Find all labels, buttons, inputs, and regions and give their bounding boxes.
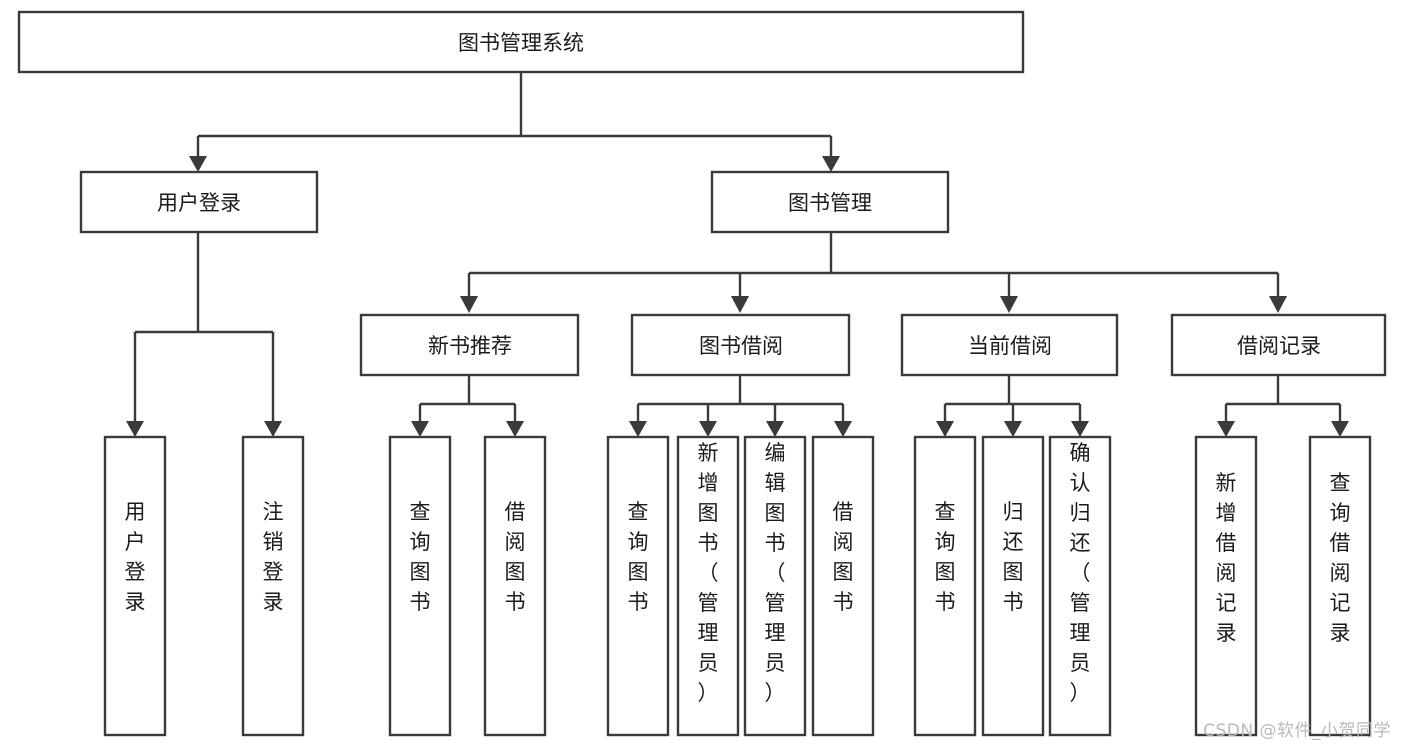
leaf-record-2[interactable]: 查询借阅记录 <box>1308 435 1372 737</box>
node-book-management-label: 图书管理 <box>788 191 872 215</box>
arrowhead-user-login <box>189 156 207 172</box>
arrowhead-leaf-current-3 <box>1071 421 1089 437</box>
leaf-record-2-box[interactable] <box>1308 435 1372 737</box>
leaf-current-2-box[interactable] <box>981 435 1045 737</box>
node-new-book-recommend-box[interactable] <box>359 313 580 377</box>
connector-group <box>126 72 1349 437</box>
leaf-borrow-4-box[interactable] <box>811 435 875 737</box>
arrowhead-leaf-user-login-1 <box>126 421 144 437</box>
node-borrow-record-box[interactable] <box>1170 313 1387 377</box>
leaf-current-1-label: 查询图书 <box>935 500 956 614</box>
arrowhead-leaf-borrow-3 <box>766 421 784 437</box>
node-book-borrow-label: 图书借阅 <box>699 334 783 358</box>
node-borrow-record-label: 借阅记录 <box>1237 334 1321 358</box>
node-book-management[interactable]: 图书管理 <box>710 170 950 234</box>
arrowhead-borrow-record <box>1269 296 1287 313</box>
leaf-borrow-2-box[interactable] <box>676 435 740 737</box>
arrowhead-borrow-book <box>731 296 749 313</box>
leaf-record-2-label: 查询借阅记录 <box>1330 471 1351 645</box>
leaf-current-1-box[interactable] <box>913 435 977 737</box>
leaf-new-book-1-label: 查询图书 <box>410 500 431 614</box>
leaf-borrow-4[interactable]: 借阅图书 <box>811 435 875 737</box>
leaf-record-1-box[interactable] <box>1194 435 1258 737</box>
leaf-current-1[interactable]: 查询图书 <box>913 435 977 737</box>
node-new-book-recommend-label: 新书推荐 <box>428 334 512 358</box>
node-new-book-recommend[interactable]: 新书推荐 <box>359 313 580 377</box>
leaf-current-2-label: 归还图书 <box>1003 500 1024 614</box>
leaf-borrow-1-box[interactable] <box>606 435 670 737</box>
node-current-borrow-label: 当前借阅 <box>968 334 1052 358</box>
leaf-new-book-2-box[interactable] <box>483 435 547 737</box>
node-current-borrow[interactable]: 当前借阅 <box>900 313 1119 377</box>
leaf-current-3-box[interactable] <box>1048 435 1112 737</box>
leaf-borrow-2-label: 新增图书（管理员） <box>698 441 719 705</box>
arrowhead-new-book <box>460 296 478 313</box>
leaf-current-3-label: 确认归还（管理员） <box>1070 441 1091 705</box>
node-root-label: 图书管理系统 <box>458 31 584 55</box>
leaf-user-login-1-label: 用户登录 <box>125 500 146 614</box>
leaf-record-1[interactable]: 新增借阅记录 <box>1194 435 1258 737</box>
leaf-user-login-1-box[interactable] <box>103 435 167 737</box>
node-book-borrow-box[interactable] <box>630 313 851 377</box>
leaf-new-book-2-label: 借阅图书 <box>505 500 526 614</box>
arrowhead-leaf-borrow-2 <box>699 421 717 437</box>
node-book-management-box[interactable] <box>710 170 950 234</box>
leaf-borrow-2[interactable]: 新增图书（管理员） <box>676 435 740 737</box>
node-root[interactable]: 图书管理系统 <box>17 10 1025 74</box>
node-current-borrow-box[interactable] <box>900 313 1119 377</box>
leaf-current-2[interactable]: 归还图书 <box>981 435 1045 737</box>
node-root-box[interactable] <box>17 10 1025 74</box>
arrowhead-leaf-borrow-4 <box>834 421 852 437</box>
arrowhead-leaf-newbook-2 <box>506 421 524 437</box>
node-borrow-record[interactable]: 借阅记录 <box>1170 313 1387 377</box>
leaf-new-book-1-box[interactable] <box>388 435 452 737</box>
arrowhead-leaf-record-2 <box>1331 421 1349 437</box>
arrowhead-leaf-user-login-2 <box>264 421 282 437</box>
arrowhead-leaf-current-2 <box>1004 421 1022 437</box>
arrowhead-leaf-record-1 <box>1217 421 1235 437</box>
leaf-borrow-3-box[interactable] <box>743 435 807 737</box>
leaf-current-3[interactable]: 确认归还（管理员） <box>1048 435 1112 737</box>
leaf-borrow-1[interactable]: 查询图书 <box>606 435 670 737</box>
leaf-user-login-2[interactable]: 注销登录 <box>241 435 305 737</box>
leaf-new-book-2[interactable]: 借阅图书 <box>483 435 547 737</box>
leaf-borrow-3[interactable]: 编辑图书（管理员） <box>743 435 807 737</box>
node-user-login[interactable]: 用户登录 <box>79 170 319 234</box>
leaf-borrow-3-label: 编辑图书（管理员） <box>765 441 786 705</box>
node-book-borrow[interactable]: 图书借阅 <box>630 313 851 377</box>
arrowhead-current-borrow <box>1000 296 1018 313</box>
csdn-watermark: CSDN @软件_小贺同学 <box>1203 721 1391 741</box>
leaf-user-login-2-box[interactable] <box>241 435 305 737</box>
leaf-new-book-1[interactable]: 查询图书 <box>388 435 452 737</box>
leaf-user-login-2-label: 注销登录 <box>263 500 284 614</box>
leaf-user-login-1[interactable]: 用户登录 <box>103 435 167 737</box>
leaf-record-1-label: 新增借阅记录 <box>1216 471 1237 645</box>
arrowhead-book-mgmt <box>822 156 840 172</box>
node-user-login-box[interactable] <box>79 170 319 234</box>
arrowhead-leaf-current-1 <box>936 421 954 437</box>
arrowhead-leaf-newbook-1 <box>411 421 429 437</box>
node-user-login-label: 用户登录 <box>157 191 241 215</box>
leaf-borrow-4-label: 借阅图书 <box>833 500 854 614</box>
arrowhead-leaf-borrow-1 <box>629 421 647 437</box>
leaf-borrow-1-label: 查询图书 <box>628 500 649 614</box>
